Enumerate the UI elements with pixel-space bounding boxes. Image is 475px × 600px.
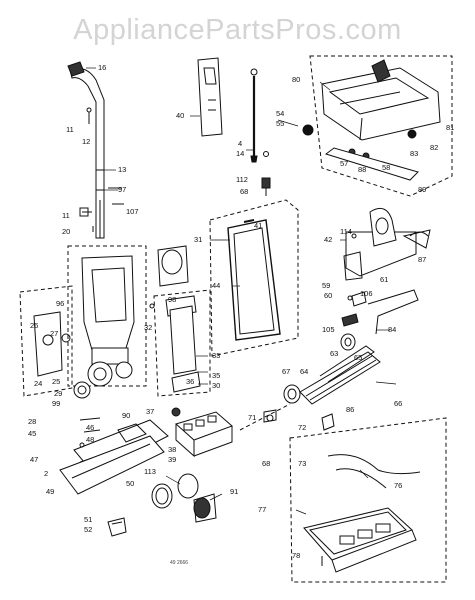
callout-27: 27 xyxy=(50,329,59,338)
callout-11b: 11 xyxy=(62,211,70,220)
callout-77: 77 xyxy=(258,505,267,514)
callout-63: 63 xyxy=(330,349,339,358)
screws-left xyxy=(79,107,124,232)
bottom-plate xyxy=(289,417,447,583)
callout-97: 97 xyxy=(118,185,127,194)
callout-88: 88 xyxy=(358,165,367,174)
callout-31: 31 xyxy=(194,235,203,244)
base-cover xyxy=(59,417,169,495)
filter xyxy=(171,407,233,458)
callout-24: 24 xyxy=(34,379,43,388)
callout-47: 47 xyxy=(30,455,39,464)
callout-41: 41 xyxy=(254,221,263,230)
motor-housing xyxy=(67,245,147,387)
callout-58: 58 xyxy=(382,163,391,172)
callout-76: 76 xyxy=(394,481,403,490)
bag-housing xyxy=(209,199,299,357)
callout-39: 39 xyxy=(168,455,177,464)
callout-52: 52 xyxy=(84,525,93,534)
callout-67: 67 xyxy=(282,367,291,376)
top-housing xyxy=(302,55,453,197)
callout-68a: 68 xyxy=(240,187,249,196)
callout-44: 44 xyxy=(212,281,221,290)
callout-2: 2 xyxy=(44,469,49,478)
switch xyxy=(261,177,271,196)
callout-42: 42 xyxy=(324,235,333,244)
callout-48: 48 xyxy=(86,435,95,444)
callout-55: 55 xyxy=(276,119,285,128)
fan-parts xyxy=(107,473,217,537)
callout-98: 98 xyxy=(168,295,177,304)
callout-37: 37 xyxy=(146,407,155,416)
callout-72: 72 xyxy=(298,423,307,432)
callout-82: 82 xyxy=(430,143,439,152)
callout-106: 106 xyxy=(360,289,373,298)
callout-50: 50 xyxy=(126,479,135,488)
callout-20: 20 xyxy=(62,227,71,236)
hose-column xyxy=(149,245,211,397)
callout-80: 80 xyxy=(292,75,301,84)
callout-40: 40 xyxy=(176,111,185,120)
callout-113: 113 xyxy=(144,467,156,476)
callout-96: 96 xyxy=(56,299,65,308)
callout-68b: 68 xyxy=(262,459,271,468)
callout-64: 64 xyxy=(300,367,309,376)
side-plate xyxy=(19,285,91,399)
watermark-text: AppliancePartsPros.com xyxy=(73,14,402,46)
callout-61: 61 xyxy=(380,275,389,284)
callout-11a: 11 xyxy=(66,125,74,134)
callout-87: 87 xyxy=(418,255,427,264)
brush-roll xyxy=(239,313,381,431)
callout-33: 33 xyxy=(212,351,221,360)
handle-assembly xyxy=(67,61,105,239)
callout-81: 81 xyxy=(446,123,455,132)
callout-46: 46 xyxy=(86,423,95,432)
callout-83: 83 xyxy=(410,149,419,158)
callout-35: 35 xyxy=(212,371,221,380)
callout-91: 91 xyxy=(230,487,239,496)
callout-38: 38 xyxy=(168,445,177,454)
callout-14: 14 xyxy=(236,149,245,158)
callout-60: 60 xyxy=(324,291,333,300)
drawing-stamp: 49 2666 xyxy=(170,560,189,566)
callout-112: 112 xyxy=(236,175,248,184)
callout-78: 78 xyxy=(292,551,301,560)
callout-36: 36 xyxy=(186,377,195,386)
callout-12: 12 xyxy=(82,137,91,146)
callout-114: 114 xyxy=(340,227,352,236)
callout-107: 107 xyxy=(126,207,139,216)
callout-66: 66 xyxy=(394,399,403,408)
callout-28: 28 xyxy=(28,417,37,426)
callout-49: 49 xyxy=(46,487,55,496)
right-bracket xyxy=(343,207,431,335)
callout-99: 99 xyxy=(52,399,61,408)
callout-13: 13 xyxy=(118,165,127,174)
cord-rod xyxy=(250,68,269,163)
callout-89: 89 xyxy=(418,185,427,194)
callout-59: 59 xyxy=(322,281,331,290)
callout-86: 86 xyxy=(346,405,355,414)
bag-bracket xyxy=(197,57,223,137)
callout-29: 29 xyxy=(54,389,63,398)
callout-71: 71 xyxy=(248,413,257,422)
callout-57: 57 xyxy=(340,159,349,168)
callout-45: 45 xyxy=(28,429,37,438)
callout-32: 32 xyxy=(144,323,153,332)
callout-65: 65 xyxy=(354,353,363,362)
callout-84: 84 xyxy=(388,325,397,334)
callout-51: 51 xyxy=(84,515,93,524)
callout-16: 16 xyxy=(98,63,107,72)
callout-54: 54 xyxy=(276,109,285,118)
callout-26: 26 xyxy=(30,321,39,330)
callout-30: 30 xyxy=(212,381,221,390)
callout-73: 73 xyxy=(298,459,307,468)
callout-105: 105 xyxy=(322,325,335,334)
leader-lines xyxy=(79,67,397,515)
callout-25: 25 xyxy=(52,377,61,386)
callout-4: 4 xyxy=(238,139,243,148)
callout-90: 90 xyxy=(122,411,131,420)
